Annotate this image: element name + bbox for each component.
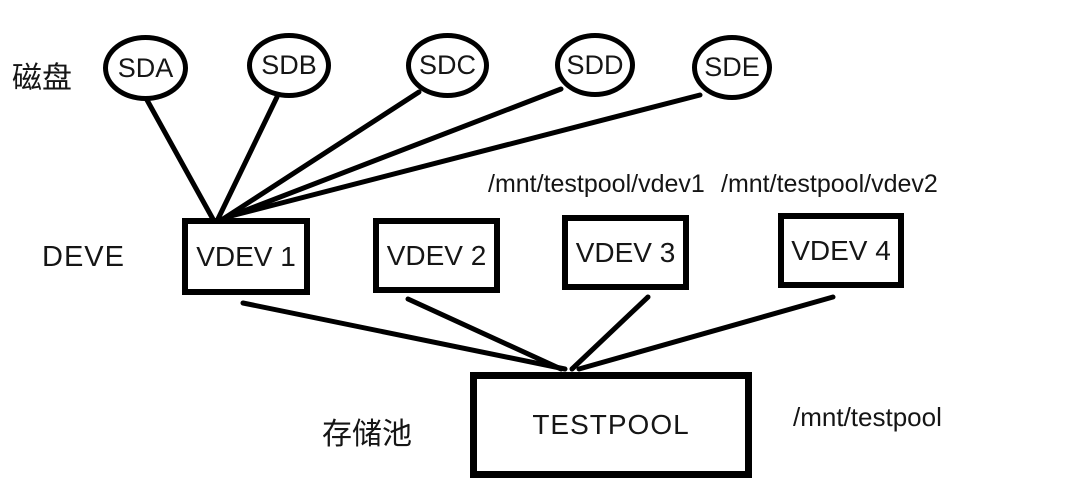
disk-label-sdd: SDD <box>566 49 624 80</box>
disk-node-sda: SDA <box>103 35 188 101</box>
vdev-node-1: VDEV 1 <box>182 218 310 295</box>
vdev-row-label: DEVE <box>42 241 125 273</box>
connector-vdev4-testpool <box>576 294 836 372</box>
testpool-node: TESTPOOL <box>470 372 752 478</box>
connector-vdev1-testpool <box>240 300 568 372</box>
disk-node-sdb: SDB <box>247 33 331 98</box>
disk-label-sda: SDA <box>117 52 174 83</box>
vdev-label-3: VDEV 3 <box>575 236 676 268</box>
connector-sdc-vdev1 <box>217 89 422 224</box>
mount-path-vdev2: /mnt/testpool/vdev2 <box>721 170 938 198</box>
connector-sda-vdev1 <box>144 97 217 224</box>
connector-vdev2-testpool <box>405 296 564 372</box>
disks-row-label: 磁盘 <box>12 62 72 95</box>
disk-node-sde: SDE <box>692 35 772 100</box>
disk-node-sdc: SDC <box>406 33 489 98</box>
mount-path-vdev1: /mnt/testpool/vdev1 <box>488 170 705 198</box>
vdev-node-2: VDEV 2 <box>373 218 500 293</box>
pool-row-label: 存储池 <box>322 418 412 451</box>
connector-vdev3-testpool <box>569 294 651 372</box>
vdev-node-4: VDEV 4 <box>778 213 904 288</box>
vdev-label-1: VDEV 1 <box>196 240 296 272</box>
vdev-label-4: VDEV 4 <box>791 234 891 266</box>
vdev-label-2: VDEV 2 <box>386 239 487 271</box>
connector-sde-vdev1 <box>224 92 703 220</box>
disk-node-sdd: SDD <box>555 33 635 97</box>
connector-sdd-vdev1 <box>220 86 564 222</box>
disk-label-sde: SDE <box>704 52 760 82</box>
disk-label-sdc: SDC <box>418 50 476 80</box>
connector-sdb-vdev1 <box>214 94 280 224</box>
mount-path-testpool: /mnt/testpool <box>793 402 942 432</box>
disk-label-sdb: SDB <box>261 50 317 80</box>
testpool-label: TESTPOOL <box>532 409 690 440</box>
vdev-node-3: VDEV 3 <box>562 215 689 290</box>
